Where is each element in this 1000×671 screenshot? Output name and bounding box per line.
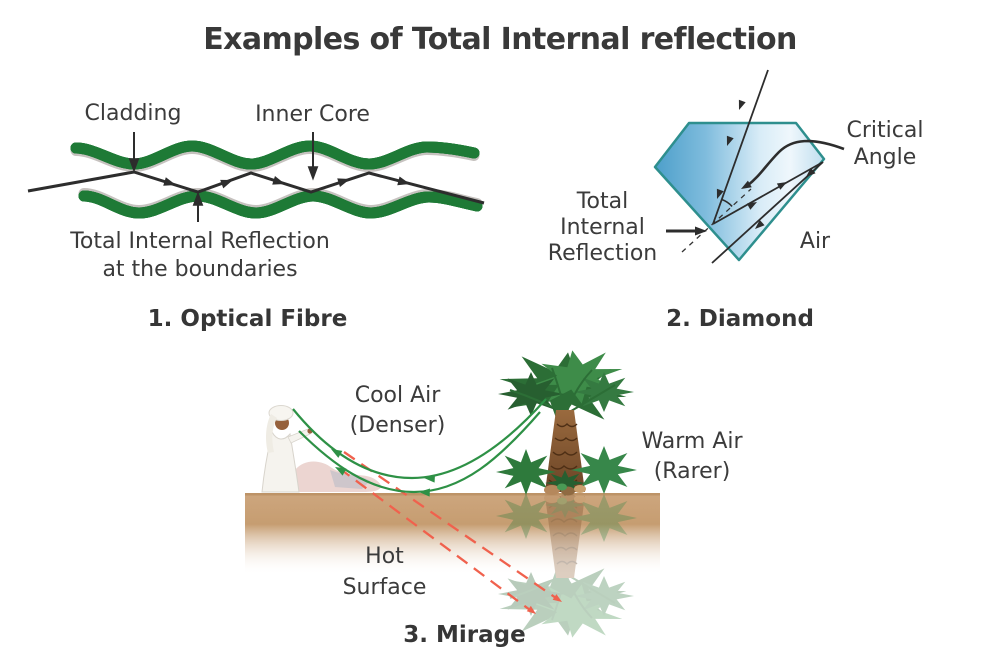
mirage-diagram [245,342,660,645]
observer-person [261,405,313,493]
warm-air-label: Warm Air (Rarer) [612,427,772,487]
cool-air-line2: (Denser) [349,413,446,438]
hot-surface-label: Hot Surface [302,541,467,603]
cladding-tube-top [70,140,480,170]
warm-air-line1: Warm Air [641,429,743,454]
cladding-pointer-arrow [129,132,139,171]
cool-air-line1: Cool Air [354,383,441,408]
diamond-tir-line3: Reflection [547,241,658,266]
observer-headdress-tail [266,414,277,453]
critical-angle-arc [721,198,733,207]
critical-angle-label: Critical Angle [835,117,935,171]
mirage-caption: 3. Mirage [403,622,526,648]
page-title: Examples of Total Internal reflection [203,22,797,57]
light-ray-zigzag [27,170,485,205]
fibre-tir-line1: Total Internal Reflection [70,229,330,254]
diamond-tir-label: Total Internal Reflection [540,189,665,267]
tir-pointer-arrow [666,226,707,236]
cladding-tube-bottom [78,190,483,219]
fibre-tir-label: Total Internal Reflection at the boundar… [40,228,360,284]
mirage-sight-lines [338,451,564,617]
cool-air-label: Cool Air (Denser) [325,381,470,441]
critical-angle-pointer [739,139,845,193]
optical-fibre-caption: 1. Optical Fibre [147,306,348,332]
reflected-ray [712,161,824,225]
cladding-label: Cladding [84,101,182,126]
diamond-diagram [653,69,845,264]
diamond-tir-line2: Internal [560,215,645,240]
observer-mirage-shadow [292,461,381,492]
hot-surface-line2: Surface [342,575,427,600]
fibre-tir-line2: at the boundaries [102,257,298,282]
ground-edge [245,493,660,496]
inner-core-label: Inner Core [255,102,370,127]
critical-angle-line1: Critical [846,118,924,143]
diamond-shape [653,121,826,262]
observer-arm [287,428,311,444]
critical-angle-line2: Angle [853,145,917,170]
air-label: Air [799,229,831,254]
inner-core-pointer-arrow [308,132,318,179]
warm-air-line2: (Rarer) [653,459,731,484]
hot-surface-line1: Hot [365,544,404,569]
curved-light-rays [292,398,547,497]
diamond-caption: 2. Diamond [666,306,814,332]
optical-fibre-diagram [27,132,485,222]
diamond-tir-line1: Total [576,189,629,214]
tir-boundaries-pointer-arrow [193,193,203,222]
incident-ray [712,69,769,225]
exiting-ray [711,161,824,264]
